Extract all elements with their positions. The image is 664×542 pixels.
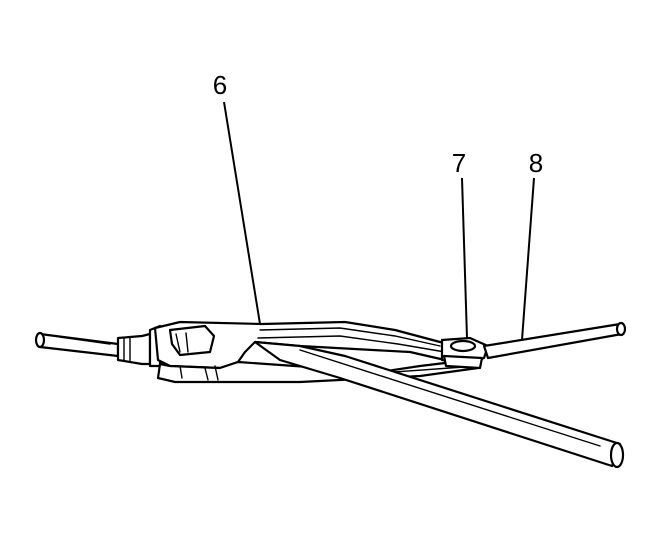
diagonal-hose <box>253 340 625 469</box>
connector-fitting <box>116 324 162 368</box>
callout-6: 6 <box>213 70 227 100</box>
leader-line-8 <box>521 177 535 341</box>
leader-line-6 <box>223 101 261 325</box>
callout-8: 8 <box>529 148 543 178</box>
callout-7: 7 <box>452 148 466 178</box>
right-tube <box>482 321 627 360</box>
pivot-clip <box>440 336 490 370</box>
leader-line-7 <box>461 177 468 339</box>
left-cable <box>34 331 120 358</box>
